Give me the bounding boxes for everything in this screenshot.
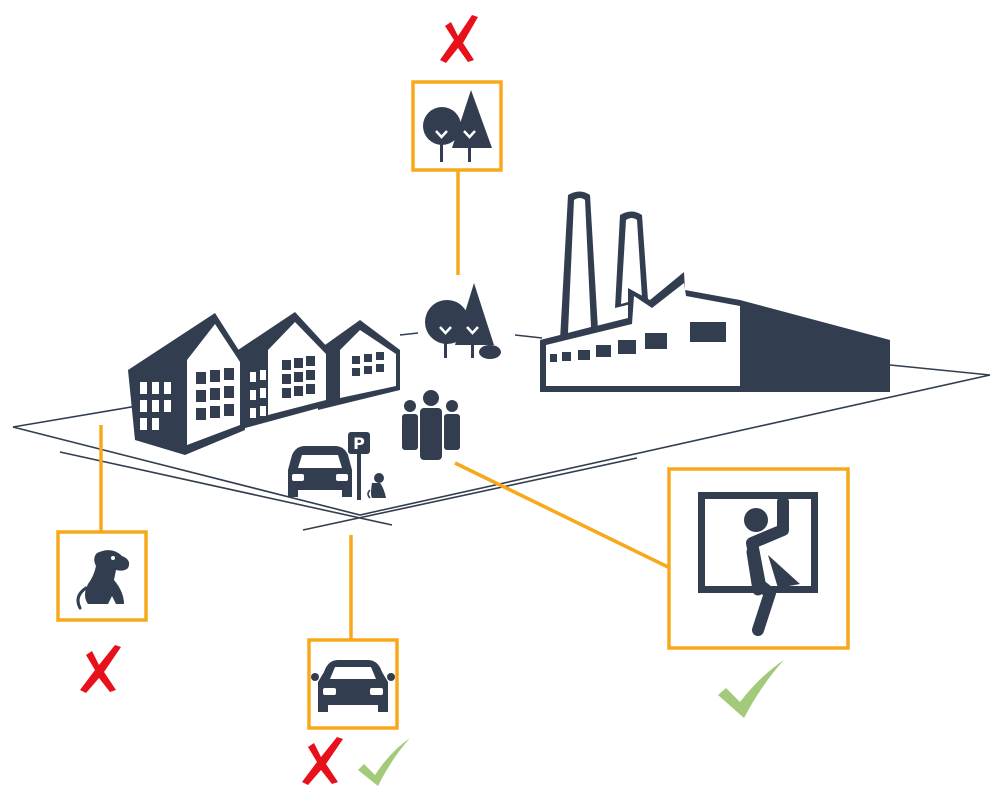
- check-icon-car: [358, 738, 410, 786]
- callout-car: [307, 638, 399, 730]
- leader-burglar: [454, 461, 669, 569]
- ground-edge-back: [514, 334, 543, 339]
- car-icon: [311, 660, 395, 712]
- dog-illustration: [367, 473, 386, 499]
- cross-icon-trees: [440, 15, 478, 63]
- callout-burglar: [667, 467, 850, 650]
- callout-trees: [411, 80, 503, 172]
- street-line-left: [59, 451, 393, 526]
- street-line-right: [302, 457, 638, 531]
- check-icon-burglar: [718, 660, 784, 718]
- car-illustration: [288, 446, 352, 497]
- person-climbing-window-icon: [698, 492, 818, 636]
- cross-icon-dog: [80, 645, 121, 693]
- factory-illustration: [540, 191, 890, 392]
- people-illustration: [402, 390, 460, 460]
- trees-illustration: [425, 283, 501, 359]
- ground-edge-mid: [399, 332, 419, 336]
- houses-illustration: [128, 312, 400, 455]
- trees-icon: [423, 90, 492, 162]
- dog-icon: [76, 550, 130, 610]
- parking-sign: P: [348, 432, 370, 500]
- callout-dog: [56, 530, 148, 622]
- cross-icon-car: [302, 737, 343, 785]
- parking-letter: P: [353, 434, 365, 453]
- ground-edge-front: [12, 364, 991, 516]
